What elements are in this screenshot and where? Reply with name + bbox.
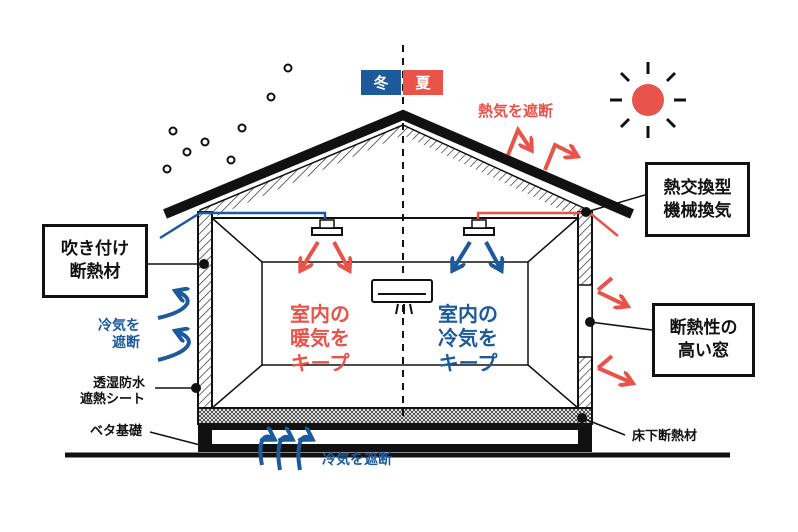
- cold-arrows: [157, 292, 310, 471]
- sheet-line-1: 透湿防水: [93, 376, 146, 391]
- keep-cool-line-3: キープ: [438, 350, 498, 375]
- keep-warm-label: 室内の 暖気を キープ: [290, 302, 350, 375]
- sun-icon: [610, 62, 686, 138]
- window-line-1: 断熱性の: [669, 318, 738, 339]
- foundation-label: ベタ基礎: [90, 424, 143, 439]
- ventilation-line-2: 機械換気: [663, 200, 732, 221]
- heat-arrows: [506, 125, 630, 382]
- winter-badge: 冬: [361, 70, 401, 95]
- keep-warm-line-3: キープ: [290, 350, 350, 375]
- summer-badge: 夏: [403, 70, 443, 95]
- keep-cool-label: 室内の 冷気を キープ: [438, 302, 498, 375]
- ceiling-vent-summer: [463, 219, 495, 236]
- keep-cool-line-2: 冷気を: [438, 326, 498, 351]
- stars: [162, 63, 293, 174]
- spray-line-1: 吹き付け: [61, 239, 129, 260]
- block-heat-label: 熱気を遮断: [478, 102, 554, 120]
- air-conditioner-icon: [371, 279, 433, 315]
- spray-insulation-callout: 吹き付け 断熱材: [42, 224, 148, 298]
- sheet-line-2: 遮熱シート: [80, 391, 146, 407]
- block-cold-wall-label: 冷気を 遮断: [98, 318, 140, 352]
- keep-warm-line-2: 暖気を: [290, 326, 350, 351]
- window-callout: 断熱性の 高い窓: [652, 303, 755, 377]
- keep-warm-line-1: 室内の: [290, 302, 350, 326]
- ventilation-callout: 熱交換型 機械換気: [645, 162, 750, 237]
- block-cold-line-2: 遮断: [112, 335, 140, 352]
- block-cold-line-1: 冷気を: [98, 318, 140, 334]
- ventilation-line-1: 熱交換型: [663, 177, 732, 198]
- keep-cool-line-1: 室内の: [438, 302, 498, 326]
- block-cold-floor-label: 冷気を遮断: [322, 452, 392, 468]
- window-line-2: 高い窓: [678, 341, 729, 361]
- floor-insulation-label: 床下断熱材: [632, 429, 698, 444]
- ceiling-vent-winter: [311, 219, 343, 236]
- spray-line-2: 断熱材: [69, 262, 121, 282]
- sheet-label: 透湿防水 遮熱シート: [80, 376, 145, 408]
